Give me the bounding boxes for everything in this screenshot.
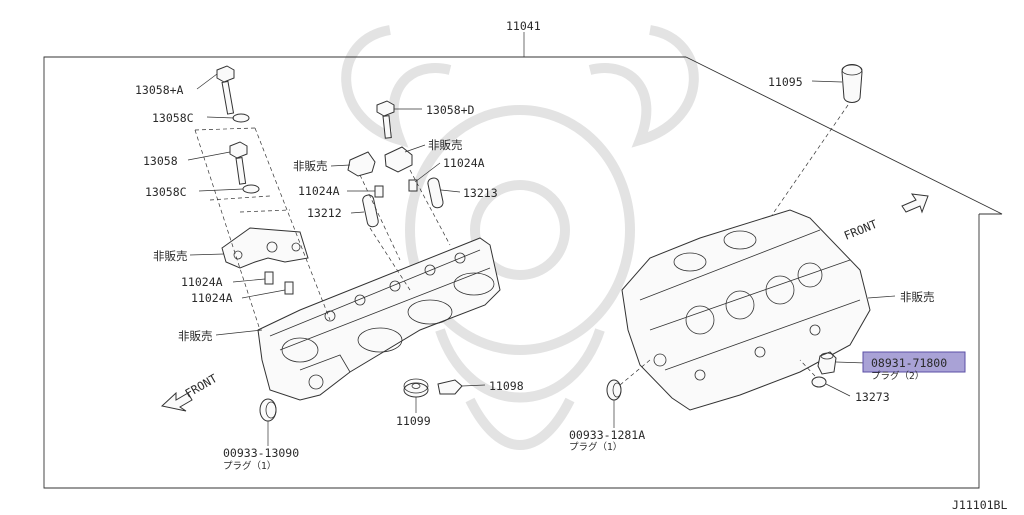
bolt-13058-a xyxy=(216,65,235,115)
callout-ns-center-right: 非販売 xyxy=(428,138,463,152)
callout-ns-left-top: 非販売 xyxy=(153,249,188,263)
plug-08931-71800 xyxy=(817,351,837,375)
washer-13058c-top xyxy=(232,113,250,123)
dowel-center-left xyxy=(374,185,384,198)
callout-plug-hl-code[interactable]: 08931-71800 xyxy=(871,356,947,370)
tube-13212 xyxy=(362,194,379,228)
cap-guide xyxy=(771,104,849,216)
left-cylinder-head xyxy=(257,237,501,401)
callout-assembly: 11041 xyxy=(506,19,541,33)
dowel-center-right xyxy=(408,179,418,192)
highlight-box xyxy=(862,351,966,373)
left-cam-bracket xyxy=(221,227,309,269)
washer-13058c-bottom xyxy=(242,184,260,194)
diagram-id: J11101BL xyxy=(952,498,1007,511)
callout-gasket-left: 11099 xyxy=(396,414,431,428)
callout-ns-center-left: 非販売 xyxy=(293,159,328,173)
washer-13273 xyxy=(811,376,827,388)
center-bracket-left xyxy=(347,151,376,177)
gasket-11098 xyxy=(437,379,463,395)
callout-washer-right: 13273 xyxy=(855,390,890,404)
plug-00933-1281a xyxy=(606,379,622,401)
dowel-left-1 xyxy=(264,271,274,285)
callout-plug-hl-sub: プラグ（2） xyxy=(871,370,924,382)
leader-lines xyxy=(187,73,896,446)
center-assembly-guides xyxy=(359,169,451,291)
dowel-left-2 xyxy=(284,281,294,295)
callout-tube-left: 13212 xyxy=(307,206,342,220)
callout-plug-mid-sub: プラグ（1） xyxy=(569,441,622,453)
front-label-right: FRONT xyxy=(842,217,879,243)
callout-plug-left-code: 00933-13090 xyxy=(223,446,299,460)
callout-bolt-a: 13058+A xyxy=(135,83,184,97)
callout-washer-c2: 13058C xyxy=(145,185,187,199)
center-bracket-right xyxy=(384,146,413,173)
callout-ns-left-mid: 非販売 xyxy=(178,329,213,343)
callout-dowel-l2: 11024A xyxy=(191,291,233,305)
callout-gasket-right: 11098 xyxy=(489,379,524,393)
cap-11095 xyxy=(841,64,863,103)
assembly-frame xyxy=(43,32,1003,489)
callout-bolt: 13058 xyxy=(143,154,178,168)
front-arrow-left-icon xyxy=(160,391,193,412)
front-arrow-right-icon xyxy=(901,193,929,214)
plug-guide xyxy=(799,359,816,377)
callout-bolt-d: 13058+D xyxy=(426,103,475,117)
callout-washer-c1: 13058C xyxy=(152,111,194,125)
bolt-13058-d xyxy=(376,100,395,139)
callout-plug-mid-code: 00933-1281A xyxy=(569,428,645,442)
callout-tube-right: 13213 xyxy=(463,186,498,200)
callout-plug-left-sub: プラグ（1） xyxy=(223,460,276,472)
callout-cap: 11095 xyxy=(768,75,803,89)
callout-ns-right: 非販売 xyxy=(900,290,935,304)
callout-dowel-c-left: 11024A xyxy=(298,184,340,198)
right-cylinder-head xyxy=(621,209,871,411)
gasket-11099 xyxy=(403,378,429,398)
plug-00933-13090 xyxy=(259,398,277,422)
front-label-left: FRONT xyxy=(183,371,220,400)
tube-13213 xyxy=(427,177,444,209)
callout-dowel-l1: 11024A xyxy=(181,275,223,289)
watermark-logo xyxy=(341,25,699,450)
callout-dowel-c-right: 11024A xyxy=(443,156,485,170)
bolt-13058 xyxy=(229,141,248,185)
